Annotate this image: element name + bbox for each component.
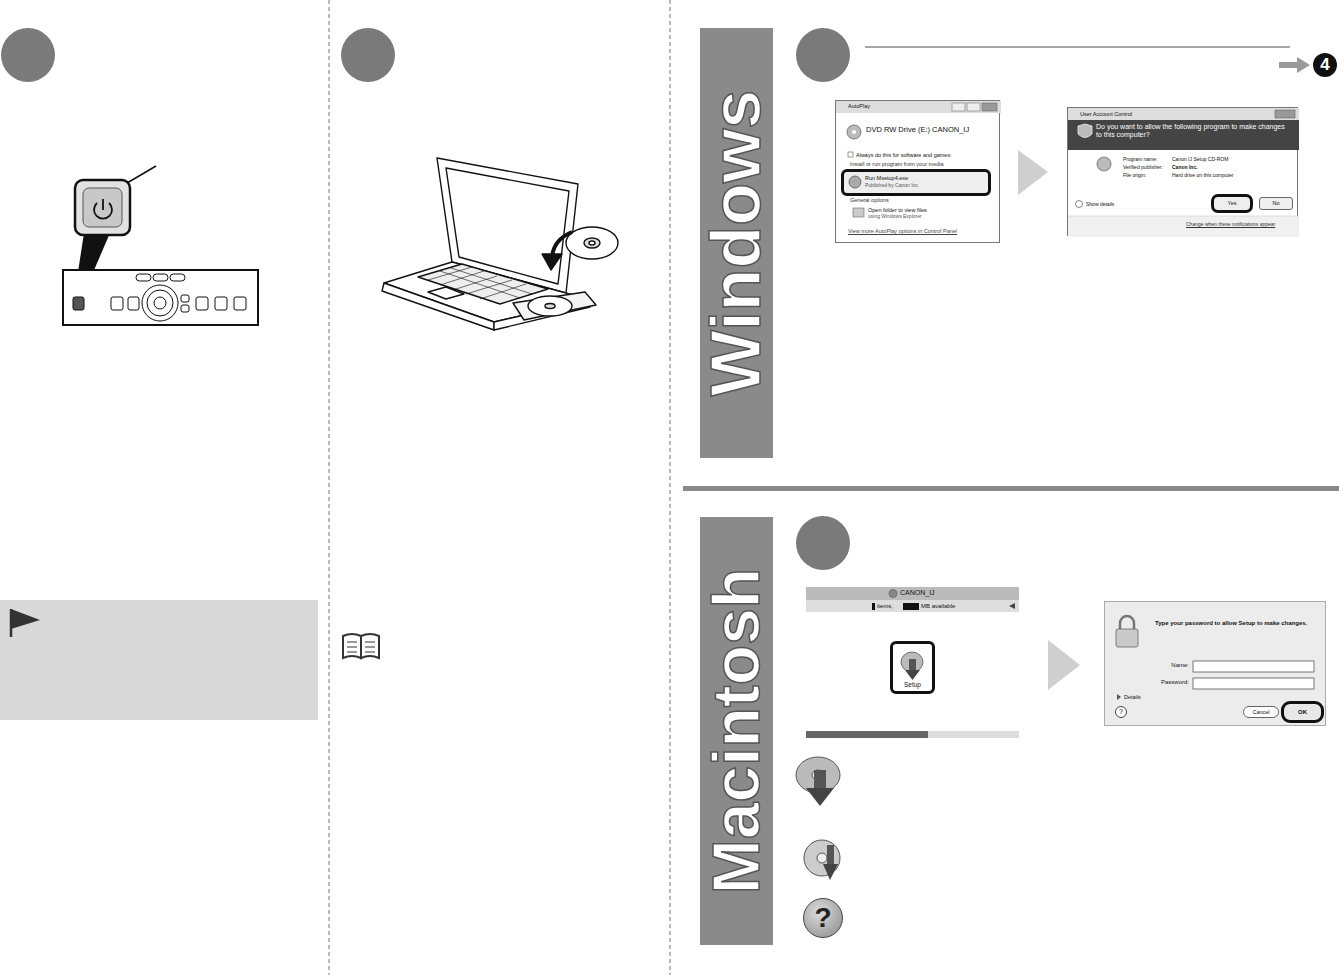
reference-book-icon (343, 634, 379, 658)
node-text: ? (804, 899, 842, 937)
node-text: AutoPlay (848, 103, 870, 109)
setup-icon: Setup (890, 641, 935, 694)
help-button: ? (1115, 706, 1127, 718)
option-button: Run Msetup4.exePublished by Canon Inc. (841, 169, 991, 196)
uac-dialog: User Account Control Do you want to allow… (1067, 107, 1298, 236)
node-text: User Account Control (1080, 111, 1132, 117)
go-to-step-number: 4 (1313, 53, 1337, 77)
note-panel (0, 600, 318, 720)
laptop-illustration (382, 158, 618, 330)
node-text: View more AutoPlay options in Control Pa… (848, 228, 957, 234)
yes-button: Yes (1211, 194, 1253, 213)
node-text: Always do this for software and games: (856, 152, 952, 158)
cancel-button: Cancel (1243, 706, 1279, 718)
ok-button: OK (1281, 701, 1324, 723)
finder-window: CANON_IJ items, MB availableSetup (806, 587, 1019, 739)
node-text: Show details (1086, 202, 1114, 208)
node-text: Verified publisher: (1123, 165, 1163, 171)
node-text: Change when these notifications appear (1186, 222, 1275, 228)
node-text: General options (850, 197, 889, 203)
section-band: Windows (700, 28, 773, 458)
node-text: ? (1116, 707, 1126, 717)
node-text: Name: (1105, 662, 1189, 669)
autoplay-dialog: AutoPlayDVD RW Drive (E:) CANON_IJ Always… (835, 100, 1000, 243)
node-text: Yes (1214, 197, 1250, 210)
cd-install-icon (804, 840, 840, 880)
node-text: Install or run program from your media (850, 161, 944, 167)
node-text: Macintosh (704, 568, 770, 894)
node-text: Canon Inc. (1172, 165, 1198, 171)
section-separator (683, 486, 1339, 491)
node-text: Cancel (1244, 707, 1278, 717)
next-chevron (1018, 150, 1048, 195)
node-text: Password: (1105, 679, 1189, 686)
flag-icon (11, 609, 40, 637)
node-text: File origin: (1123, 173, 1146, 179)
help-icon: ? (803, 898, 843, 938)
node-text: No (1260, 198, 1292, 209)
go-to-arrow (1279, 57, 1310, 73)
node-text: Setup (893, 681, 932, 688)
password-dialog: Type your password to allow Setup to mak… (1104, 601, 1326, 726)
node-text: MB available (921, 603, 955, 610)
node-text: Type your password to allow Setup to mak… (1155, 620, 1320, 627)
node-text: OK (1284, 704, 1321, 720)
node-text: Windows (702, 90, 772, 397)
no-button: No (1259, 197, 1293, 210)
step-circle (1, 28, 55, 82)
node-text: Run Msetup4.exe (865, 175, 908, 181)
node-text: Hard drive on this computer (1172, 173, 1233, 179)
node-text: Open folder to view files (868, 207, 927, 213)
node-text: Program name: (1123, 157, 1157, 163)
installer-icon (796, 757, 840, 806)
node-text: Do you want to allow the following progr… (1096, 123, 1291, 139)
column-divider (329, 0, 330, 975)
power-button-illustration (63, 166, 258, 325)
node-text: CANON_IJ (900, 589, 935, 597)
step-rule (865, 46, 1290, 48)
node-text: Canon IJ Setup CD-ROM (1172, 157, 1228, 163)
node-text: Details (1124, 694, 1141, 700)
node-text: 4 (1313, 53, 1337, 77)
node-text: items, (877, 603, 893, 610)
step-circle (796, 516, 850, 570)
step-circle (796, 28, 850, 82)
column-divider (670, 0, 671, 975)
step-circle (341, 28, 395, 82)
section-band: Macintosh (700, 517, 773, 945)
node-text: Published by Canon Inc. (865, 183, 919, 189)
setup-icon-graphics (893, 644, 938, 697)
next-chevron (1048, 640, 1080, 690)
node-text: using Windows Explorer (868, 214, 922, 220)
node-text: DVD RW Drive (E:) CANON_IJ (866, 126, 969, 135)
